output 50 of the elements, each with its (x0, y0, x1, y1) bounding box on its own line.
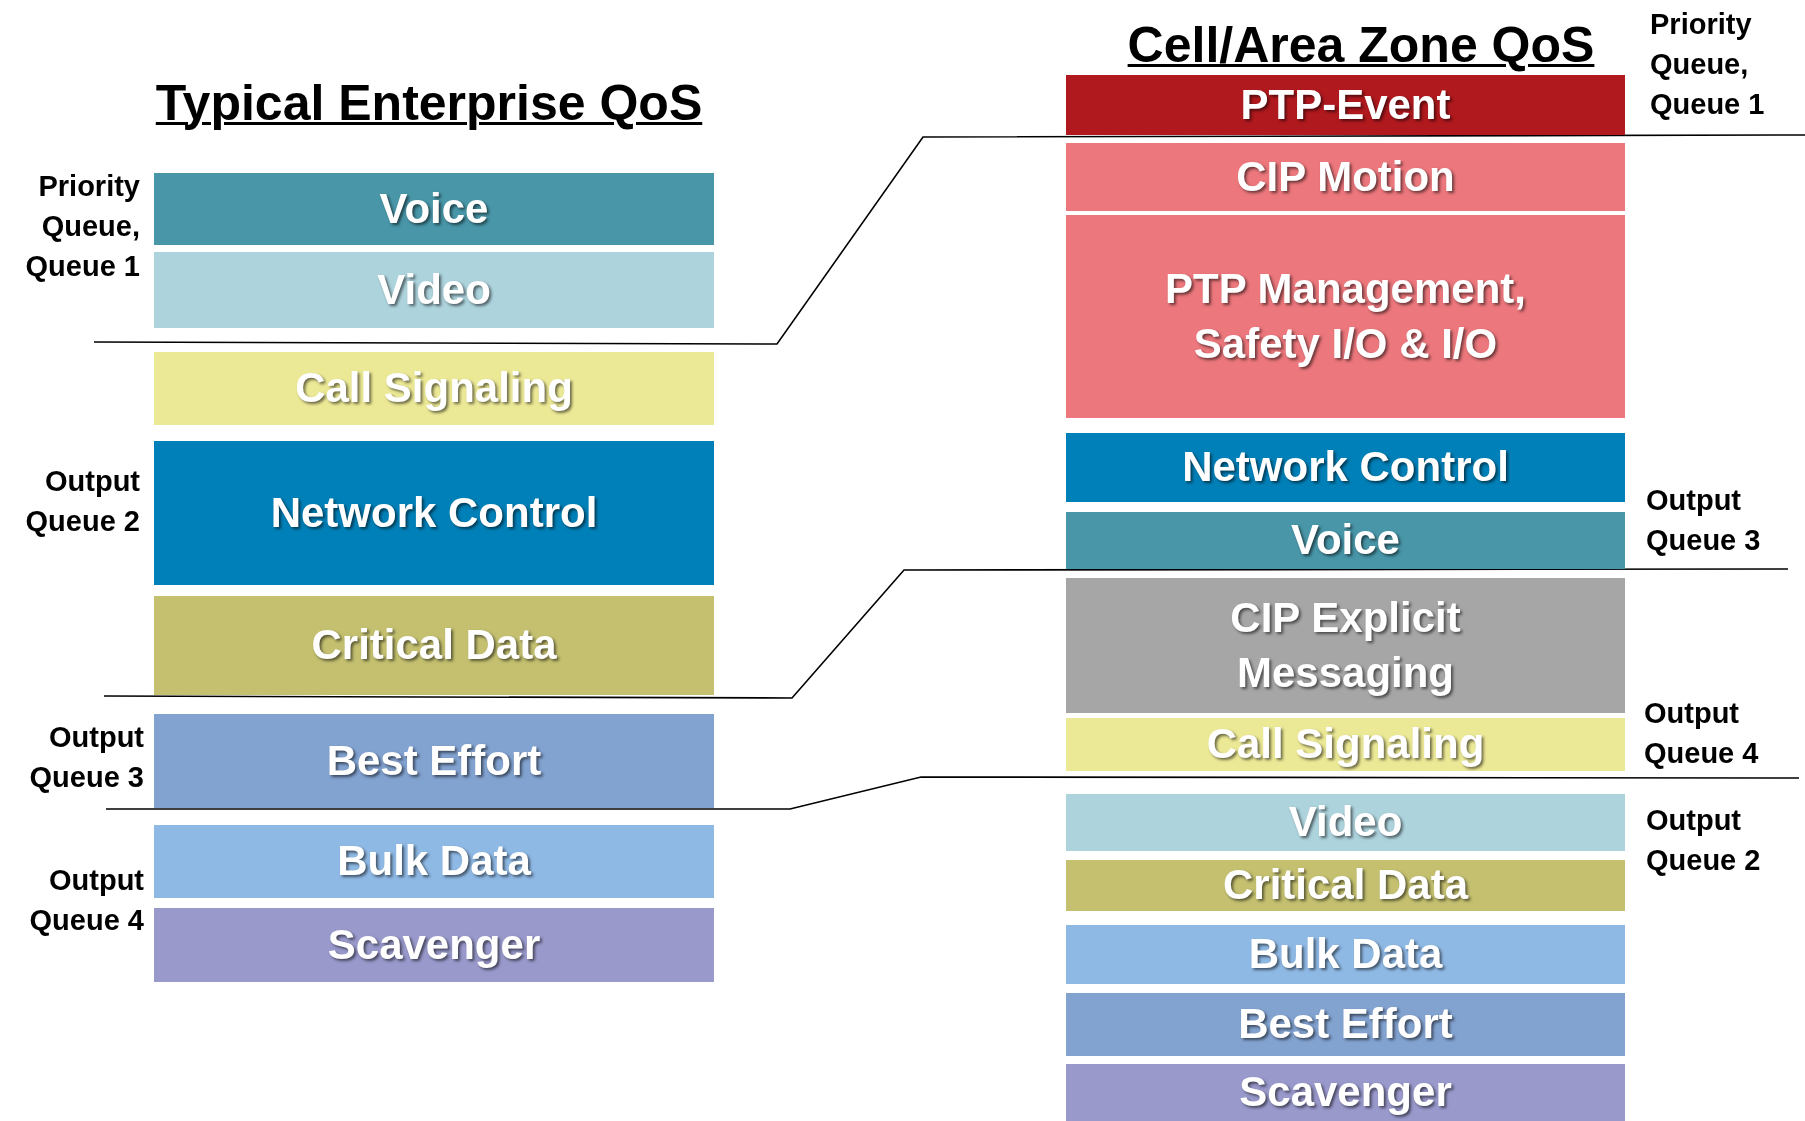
queue-bar (1066, 433, 1625, 502)
queue-bar (154, 352, 714, 425)
queue-label: Network Control (270, 487, 598, 538)
queue-bar (1066, 578, 1625, 713)
queue-label: Best Effort (326, 735, 542, 786)
queue-bar (154, 714, 714, 808)
queue-label: CIP Motion (1236, 151, 1455, 202)
queue-bar (1066, 860, 1625, 911)
queue-bar (154, 441, 714, 585)
queue-label: Scavenger (327, 919, 541, 970)
queue-label: Video (377, 264, 491, 315)
queue-label: PTP Management, Safety I/O & I/O (1164, 263, 1527, 369)
queue-bar (1066, 794, 1625, 851)
queue-label: Critical Data (311, 620, 557, 671)
queue-name: Priority Queue, Queue 1 (1650, 7, 1766, 123)
queue-name: Output Queue 2 (1646, 803, 1762, 878)
queue-label: Network Control (1182, 442, 1509, 493)
queue-bar (1066, 215, 1625, 418)
queue-label: Bulk Data (1248, 929, 1443, 980)
queue-label: Video (1288, 797, 1403, 848)
queue-label: Critical Data (1222, 860, 1469, 911)
queue-label: Call Signaling (295, 363, 573, 414)
queue-label: Voice (379, 183, 489, 234)
queue-name: Output Queue 4 (1644, 696, 1760, 771)
queue-bar (1066, 75, 1625, 135)
queue-label: Bulk Data (337, 836, 531, 887)
queue-label: Call Signaling (1206, 719, 1485, 770)
queue-label: PTP-Event (1240, 79, 1451, 130)
queue-bar (154, 252, 714, 328)
queue-name: Output Queue 3 (28, 720, 144, 795)
queue-name: Priority Queue, Queue 1 (24, 169, 140, 285)
queue-bar (1066, 1064, 1625, 1121)
section-heading: Typical Enterprise QoS (155, 74, 703, 132)
queue-name: Output Queue 3 (1646, 483, 1762, 558)
queue-label: Voice (1291, 515, 1400, 566)
queue-bar (154, 908, 714, 982)
queue-bar (154, 173, 714, 245)
queue-label: Best Effort (1238, 999, 1453, 1050)
queue-name: Output Queue 2 (24, 464, 140, 539)
queue-bar (1066, 718, 1625, 771)
queue-bar (1066, 143, 1625, 211)
queue-bar (1066, 925, 1625, 984)
queue-label: CIP Explicit Messaging (1229, 592, 1462, 698)
section-heading: Cell/Area Zone QoS (1127, 16, 1595, 74)
queue-label: Scavenger (1239, 1067, 1452, 1118)
queue-bar (154, 596, 714, 695)
queue-bar (154, 825, 714, 898)
queue-name: Output Queue 4 (28, 863, 144, 938)
queue-bar (1066, 993, 1625, 1056)
queue-bar (1066, 512, 1625, 569)
